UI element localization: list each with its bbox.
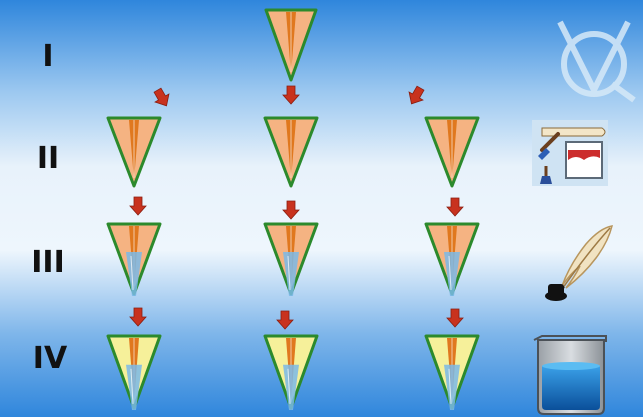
paint-tools-icon (532, 120, 608, 186)
arrow-stage1-to-right (408, 85, 425, 105)
wedge-stage3-center (263, 222, 319, 296)
wedge-stage2-right (424, 116, 480, 188)
arrow-stage3-to-4-right (446, 308, 464, 328)
stage-label-4: IV (33, 341, 68, 376)
arrow-stage1-to-left (153, 87, 170, 107)
stage-label-1: I (42, 39, 53, 74)
stage-labels: I II III IV (31, 39, 68, 376)
arrow-stage2-to-3-right (446, 197, 464, 217)
wedges (106, 8, 480, 410)
stage-label-2: II (37, 141, 59, 176)
wedge-stage4-left (106, 334, 162, 410)
arrow-stage3-to-4-left (129, 307, 147, 327)
wedge-stage4-right (424, 334, 480, 410)
vq-monogram-logo-icon (557, 20, 636, 103)
quill-inkwell-icon (545, 225, 614, 301)
arrow-stage2-to-3-left (129, 196, 147, 216)
arrow-stage1-to-center (282, 85, 300, 105)
wedge-stage3-right (424, 222, 480, 296)
arrows (129, 85, 464, 330)
arrow-stage2-to-3-center (282, 200, 300, 220)
wedge-stage2-center (263, 116, 319, 188)
wedge-stage1 (264, 8, 318, 82)
ink-beaker-icon (533, 335, 607, 415)
arrow-stage3-to-4-center (276, 310, 294, 330)
stage-label-3: III (31, 245, 65, 280)
wedge-stage4-center (263, 334, 319, 410)
wedge-stage3-left (106, 222, 162, 296)
wedge-stage2-left (106, 116, 162, 188)
